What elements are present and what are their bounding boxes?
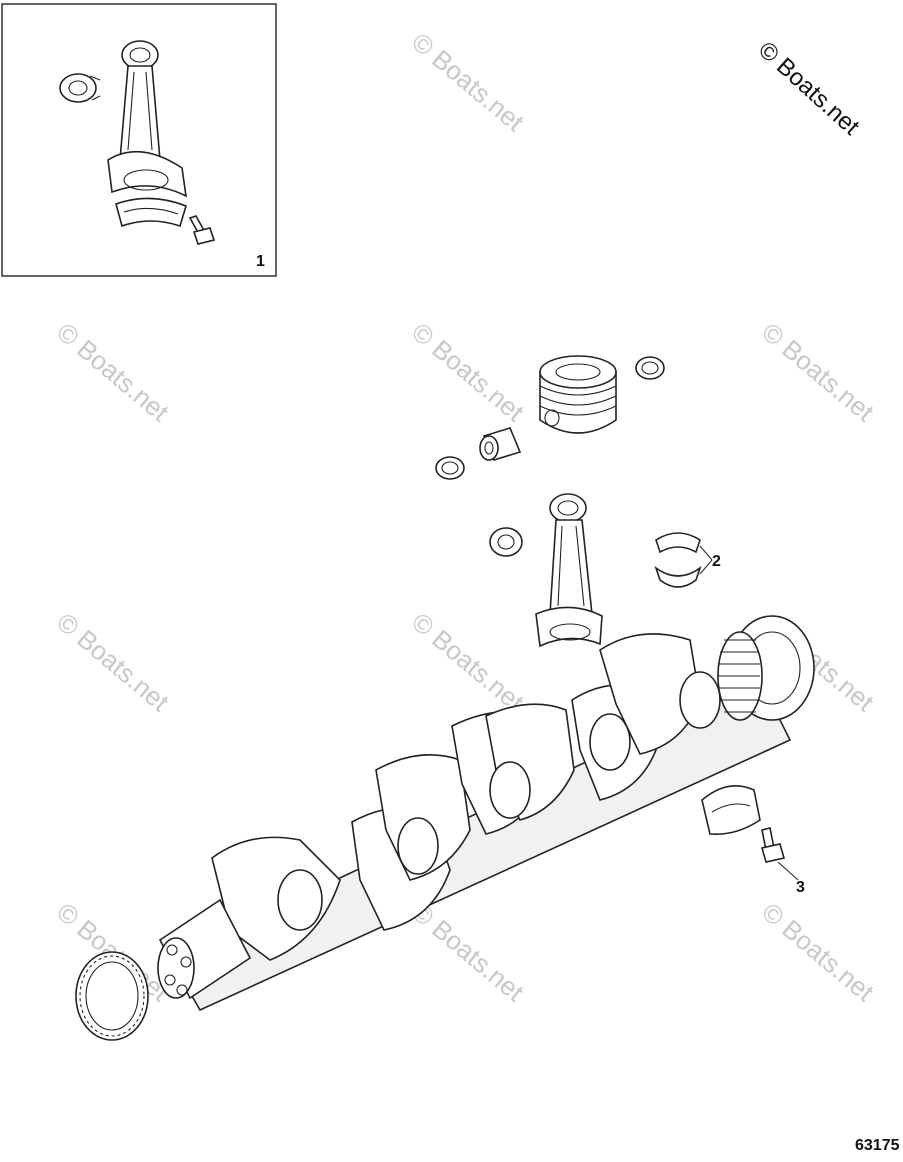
watermark: © Boats.net	[406, 27, 530, 138]
inset-bushing	[59, 73, 101, 103]
rod-bushing	[489, 527, 523, 557]
crankshaft-timing-gear	[75, 951, 149, 1041]
inset-connecting-rod	[107, 40, 188, 228]
callout-2: 2	[712, 553, 721, 570]
piston-pin-circlip-right	[635, 356, 665, 380]
main-bearing-cap-and-bolt: 3	[701, 784, 805, 896]
watermark: © Boats.net	[756, 897, 880, 1008]
watermark: © Boats.net	[51, 607, 175, 718]
callout-3: 3	[796, 879, 805, 896]
brand-watermark: © Boats.net	[753, 36, 865, 140]
watermark: © Boats.net	[756, 317, 880, 428]
figure-number: 63175	[855, 1137, 900, 1154]
inset-rod-bolt	[188, 215, 216, 245]
watermark: © Boats.net	[406, 607, 530, 718]
callout-1: 1	[256, 253, 265, 270]
inset-connecting-rod-kit: 1	[1, 3, 277, 277]
connecting-rod	[535, 493, 603, 648]
watermark: © Boats.net	[406, 317, 530, 428]
rod-bearing-shells: 2	[654, 532, 721, 588]
piston	[539, 355, 617, 434]
watermark: © Boats.net	[406, 897, 530, 1008]
crankshaft	[157, 615, 815, 1012]
watermark: © Boats.net	[51, 317, 175, 428]
piston-pin-circlip-left	[435, 456, 465, 480]
piston-pin	[479, 427, 522, 461]
